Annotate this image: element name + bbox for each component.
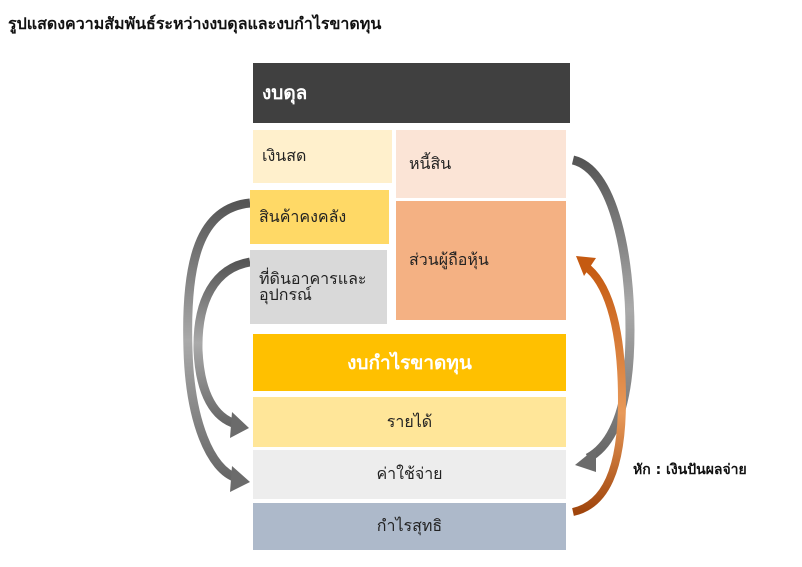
expense-row: ค่าใช้จ่าย	[253, 450, 566, 499]
asset-land-building-equipment: ที่ดินอาคารและ อุปกรณ์	[250, 250, 387, 324]
revenue-row: รายได้	[253, 397, 566, 447]
arrow-netprofit-to-equity-icon	[571, 256, 627, 516]
asset-inventory: สินค้าคงคลัง	[250, 190, 389, 244]
revenue-label: รายได้	[386, 411, 433, 431]
net-profit-label: กำไรสุทธิ	[376, 516, 443, 535]
arrow-liabilities-to-expense-icon	[571, 155, 635, 472]
balance-sheet-title: งบดุล	[262, 82, 308, 104]
net-profit-row: กำไรสุทธิ	[253, 503, 566, 550]
shareholders-equity: ส่วนผู้ถือหุ้น	[396, 201, 566, 320]
liabilities: หนี้สิน	[396, 130, 566, 198]
dividend-annotation: หัก : เงินปันผลจ่าย	[633, 462, 747, 478]
income-statement-header: งบกำไรขาดทุน	[253, 334, 566, 391]
diagram-title: รูปแสดงความสัมพันธ์ระหว่างงบดุลและงบกำไร…	[8, 14, 382, 33]
arrow-land-to-revenue-icon	[193, 257, 251, 438]
asset-cash-label: เงินสด	[262, 146, 307, 165]
asset-inventory-label: สินค้าคงคลัง	[259, 206, 347, 226]
balance-sheet-header: งบดุล	[253, 63, 570, 123]
expense-label: ค่าใช้จ่าย	[376, 464, 443, 483]
liabilities-label: หนี้สิน	[409, 153, 452, 173]
asset-land-label-line1: ที่ดินอาคารและ	[259, 269, 367, 288]
asset-land-label-line2: อุปกรณ์	[259, 285, 312, 304]
income-statement-title: งบกำไรขาดทุน	[347, 351, 472, 374]
asset-cash: เงินสด	[253, 130, 392, 183]
equity-label: ส่วนผู้ถือหุ้น	[409, 250, 489, 269]
arrow-inventory-to-expense-icon	[183, 198, 251, 492]
